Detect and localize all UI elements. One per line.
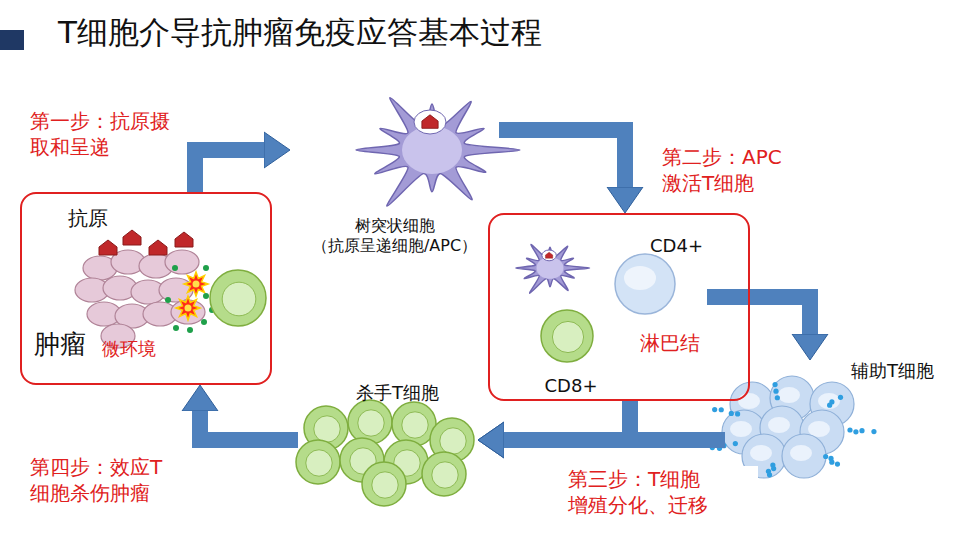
dendritic-vesicle [414, 110, 446, 134]
node-label: 抗原 [68, 206, 108, 231]
dendritic-cell [516, 244, 590, 293]
flow-arrow [195, 150, 264, 192]
dendritic-cell-node: 树突状细胞 （抗原呈递细胞/APC） [290, 80, 499, 258]
t-cell [348, 400, 392, 444]
killer-t-cells: 杀手T细胞 [298, 382, 478, 500]
cd4-highlight [624, 266, 656, 290]
cytokine-dot [729, 411, 734, 416]
cytokine-dot [766, 469, 771, 474]
cytokine-dot [770, 462, 775, 467]
dendritic-cell [356, 98, 520, 207]
flow-arrow [707, 297, 810, 334]
cytokine-dot [712, 407, 717, 412]
t-cell-nucleus [372, 472, 398, 498]
step-label: 第二步：APC 激活T细胞 [662, 144, 802, 196]
cytokine-dot [203, 293, 209, 299]
cytokine-dot [173, 325, 179, 331]
helper-t-highlight [730, 421, 752, 437]
helper-t-highlight [768, 417, 790, 433]
node-label: CD8+ [532, 375, 610, 398]
tumor-cells [75, 250, 205, 348]
flow-arrow [499, 130, 625, 187]
cd4-cell-node: CD4+ [612, 233, 707, 315]
t-cell-nucleus [314, 416, 340, 442]
t-cell-nucleus [306, 450, 332, 476]
title-bar [0, 30, 24, 50]
cd8-cell-node: CD8+ [532, 307, 610, 399]
t-cell [296, 440, 340, 484]
antigens [99, 230, 193, 255]
cytokine-dot [827, 403, 832, 408]
helper-t-highlight [750, 445, 772, 461]
node-label: 肿瘤 [34, 328, 86, 361]
t-cell-nucleus [552, 321, 583, 352]
cytokine-dot [187, 327, 193, 333]
cytokine-dot [733, 441, 738, 446]
step-label: 第三步：T细胞 增殖分化、迁移 [568, 466, 758, 518]
cytokine-dot [853, 429, 858, 434]
step-label: 第一步：抗原摄 取和呈递 [30, 108, 178, 160]
node-label: 辅助T细胞 [851, 360, 934, 383]
cytokine-dot [172, 265, 178, 271]
helper-t-highlight [818, 393, 840, 409]
node-label: 淋巴结 [640, 331, 700, 356]
cytokine-dot [835, 461, 840, 466]
step-label: 第四步：效应T 细胞杀伤肿瘤 [30, 454, 188, 506]
helper-t-highlight [808, 421, 830, 437]
slide-title: T细胞介导抗肿瘤免疫应答基本过程 [58, 12, 542, 54]
cytokine-dot [847, 427, 852, 432]
antigen-symbol [149, 240, 167, 255]
t-cell-nucleus [402, 412, 428, 438]
t-cell-nucleus [222, 282, 256, 316]
cytokine-dot [829, 460, 834, 465]
kill-burst [184, 272, 208, 296]
kill-burst [176, 296, 200, 320]
tumor-cell [165, 250, 199, 274]
antigen-symbol [545, 252, 552, 258]
helper-t-cell [782, 434, 826, 478]
node-label: 微环境 [102, 338, 156, 361]
helper-t-highlight [790, 445, 812, 461]
cytokine-dot [838, 395, 843, 400]
cytokine-dot [871, 429, 876, 434]
cd4-cell [615, 254, 675, 314]
t-cell-nucleus [440, 428, 466, 454]
t-cell [422, 452, 466, 496]
t-cell [210, 270, 266, 326]
t-cell-nucleus [432, 462, 458, 488]
flow-arrow [200, 411, 298, 440]
cytokine-dot [772, 382, 777, 387]
antigen-symbol [422, 115, 438, 129]
cytokine-dot [719, 407, 724, 412]
cytokine-dot [775, 395, 780, 400]
cytokine-dot [165, 297, 171, 303]
node-label: 树突状细胞 （抗原呈递细胞/APC） [290, 216, 499, 256]
cytokine-dot [773, 389, 778, 394]
helper-t-cells: 辅助T细胞 [725, 360, 940, 475]
antigen-symbol [123, 230, 141, 245]
kill-burst-core [185, 305, 192, 312]
kill-burst-core [193, 281, 200, 288]
lymph-node-box: CD4+ CD8+ 淋巴结 [488, 213, 750, 401]
tumor-box: 抗原肿瘤微环境 [20, 192, 272, 385]
t-cell [362, 462, 406, 506]
cytokine-dot [203, 265, 209, 271]
flow-arrow [504, 432, 725, 448]
node-label: CD4+ [650, 235, 703, 258]
cytokine-dot [859, 428, 864, 433]
cytokine-dot [823, 454, 828, 459]
dendritic-vesicle [542, 250, 556, 261]
cytokine-dot [201, 319, 207, 325]
helper-t-highlight [778, 387, 800, 403]
helper-t-highlight [738, 393, 760, 409]
antigen-symbol [99, 240, 117, 255]
cytokine-dot [735, 411, 740, 416]
node-label: 杀手T细胞 [356, 382, 439, 405]
t-cell-nucleus [358, 410, 384, 436]
t-cell [541, 310, 593, 362]
antigen-symbol [175, 232, 193, 247]
